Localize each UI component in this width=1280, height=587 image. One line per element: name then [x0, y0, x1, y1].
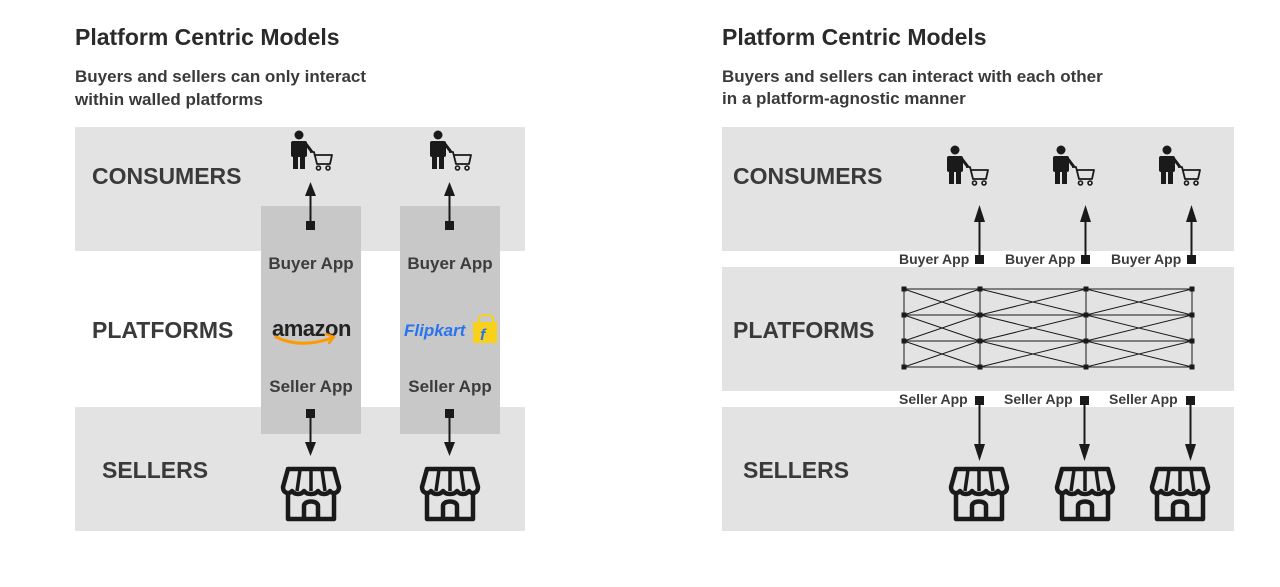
right-subtitle-line-1: Buyers and sellers can interact with eac… [722, 67, 1103, 86]
amazon-logo: amazon [272, 316, 351, 341]
platform-network-nodes [901, 286, 1195, 370]
storefront-icon [1057, 469, 1113, 519]
amazon-smile-icon [274, 335, 334, 345]
left-buyer-arrows [305, 182, 455, 230]
left-platform-column-amazon [261, 206, 361, 434]
right-row-label-consumers: CONSUMERS [733, 163, 883, 189]
storefront-icon [283, 469, 339, 519]
left-buyer-app-label-2: Buyer App [407, 254, 493, 273]
right-seller-app-label-3: Seller App [1109, 391, 1178, 407]
left-row-label-sellers: SELLERS [102, 457, 209, 483]
right-buyer-arrows [974, 205, 1197, 264]
shopper-with-cart-icon [1051, 144, 1096, 187]
left-row-label-platforms: PLATFORMS [92, 317, 234, 343]
platform-network-mesh [903, 288, 1193, 368]
right-title: Platform Centric Models [722, 24, 987, 50]
right-seller-app-label-1: Seller App [899, 391, 968, 407]
storefront-icon [1152, 469, 1208, 519]
left-seller-arrows [305, 409, 455, 456]
left-seller-app-label-1: Seller App [269, 377, 353, 396]
left-buyer-app-label-1: Buyer App [268, 254, 354, 273]
left-row-label-consumers: CONSUMERS [92, 163, 242, 189]
right-buyer-app-label-3: Buyer App [1111, 251, 1182, 267]
shopper-with-cart-icon [428, 129, 473, 172]
right-subtitle-line-2: in a platform-agnostic manner [722, 89, 966, 108]
shopper-with-cart-icon [289, 129, 334, 172]
flipkart-logo: Flipkart [404, 321, 466, 340]
right-buyer-app-label-1: Buyer App [899, 251, 970, 267]
left-seller-app-label-2: Seller App [408, 377, 492, 396]
right-row-label-sellers: SELLERS [743, 457, 850, 483]
right-seller-arrows [974, 396, 1196, 461]
left-title: Platform Centric Models [75, 24, 340, 50]
storefront-icon [422, 469, 478, 519]
flipkart-bag-icon: f [473, 314, 497, 344]
right-row-label-platforms: PLATFORMS [733, 317, 875, 343]
shopper-with-cart-icon [1157, 144, 1202, 187]
right-seller-app-label-2: Seller App [1004, 391, 1073, 407]
svg-text:f: f [480, 327, 487, 344]
storefront-icon [951, 469, 1007, 519]
left-subtitle-line-1: Buyers and sellers can only interact [75, 67, 367, 86]
left-subtitle-line-2: within walled platforms [75, 90, 263, 109]
right-buyer-app-label-2: Buyer App [1005, 251, 1076, 267]
shopper-with-cart-icon [945, 144, 990, 187]
left-platform-column-flipkart [400, 206, 500, 434]
right-consumers-band [722, 127, 1234, 251]
